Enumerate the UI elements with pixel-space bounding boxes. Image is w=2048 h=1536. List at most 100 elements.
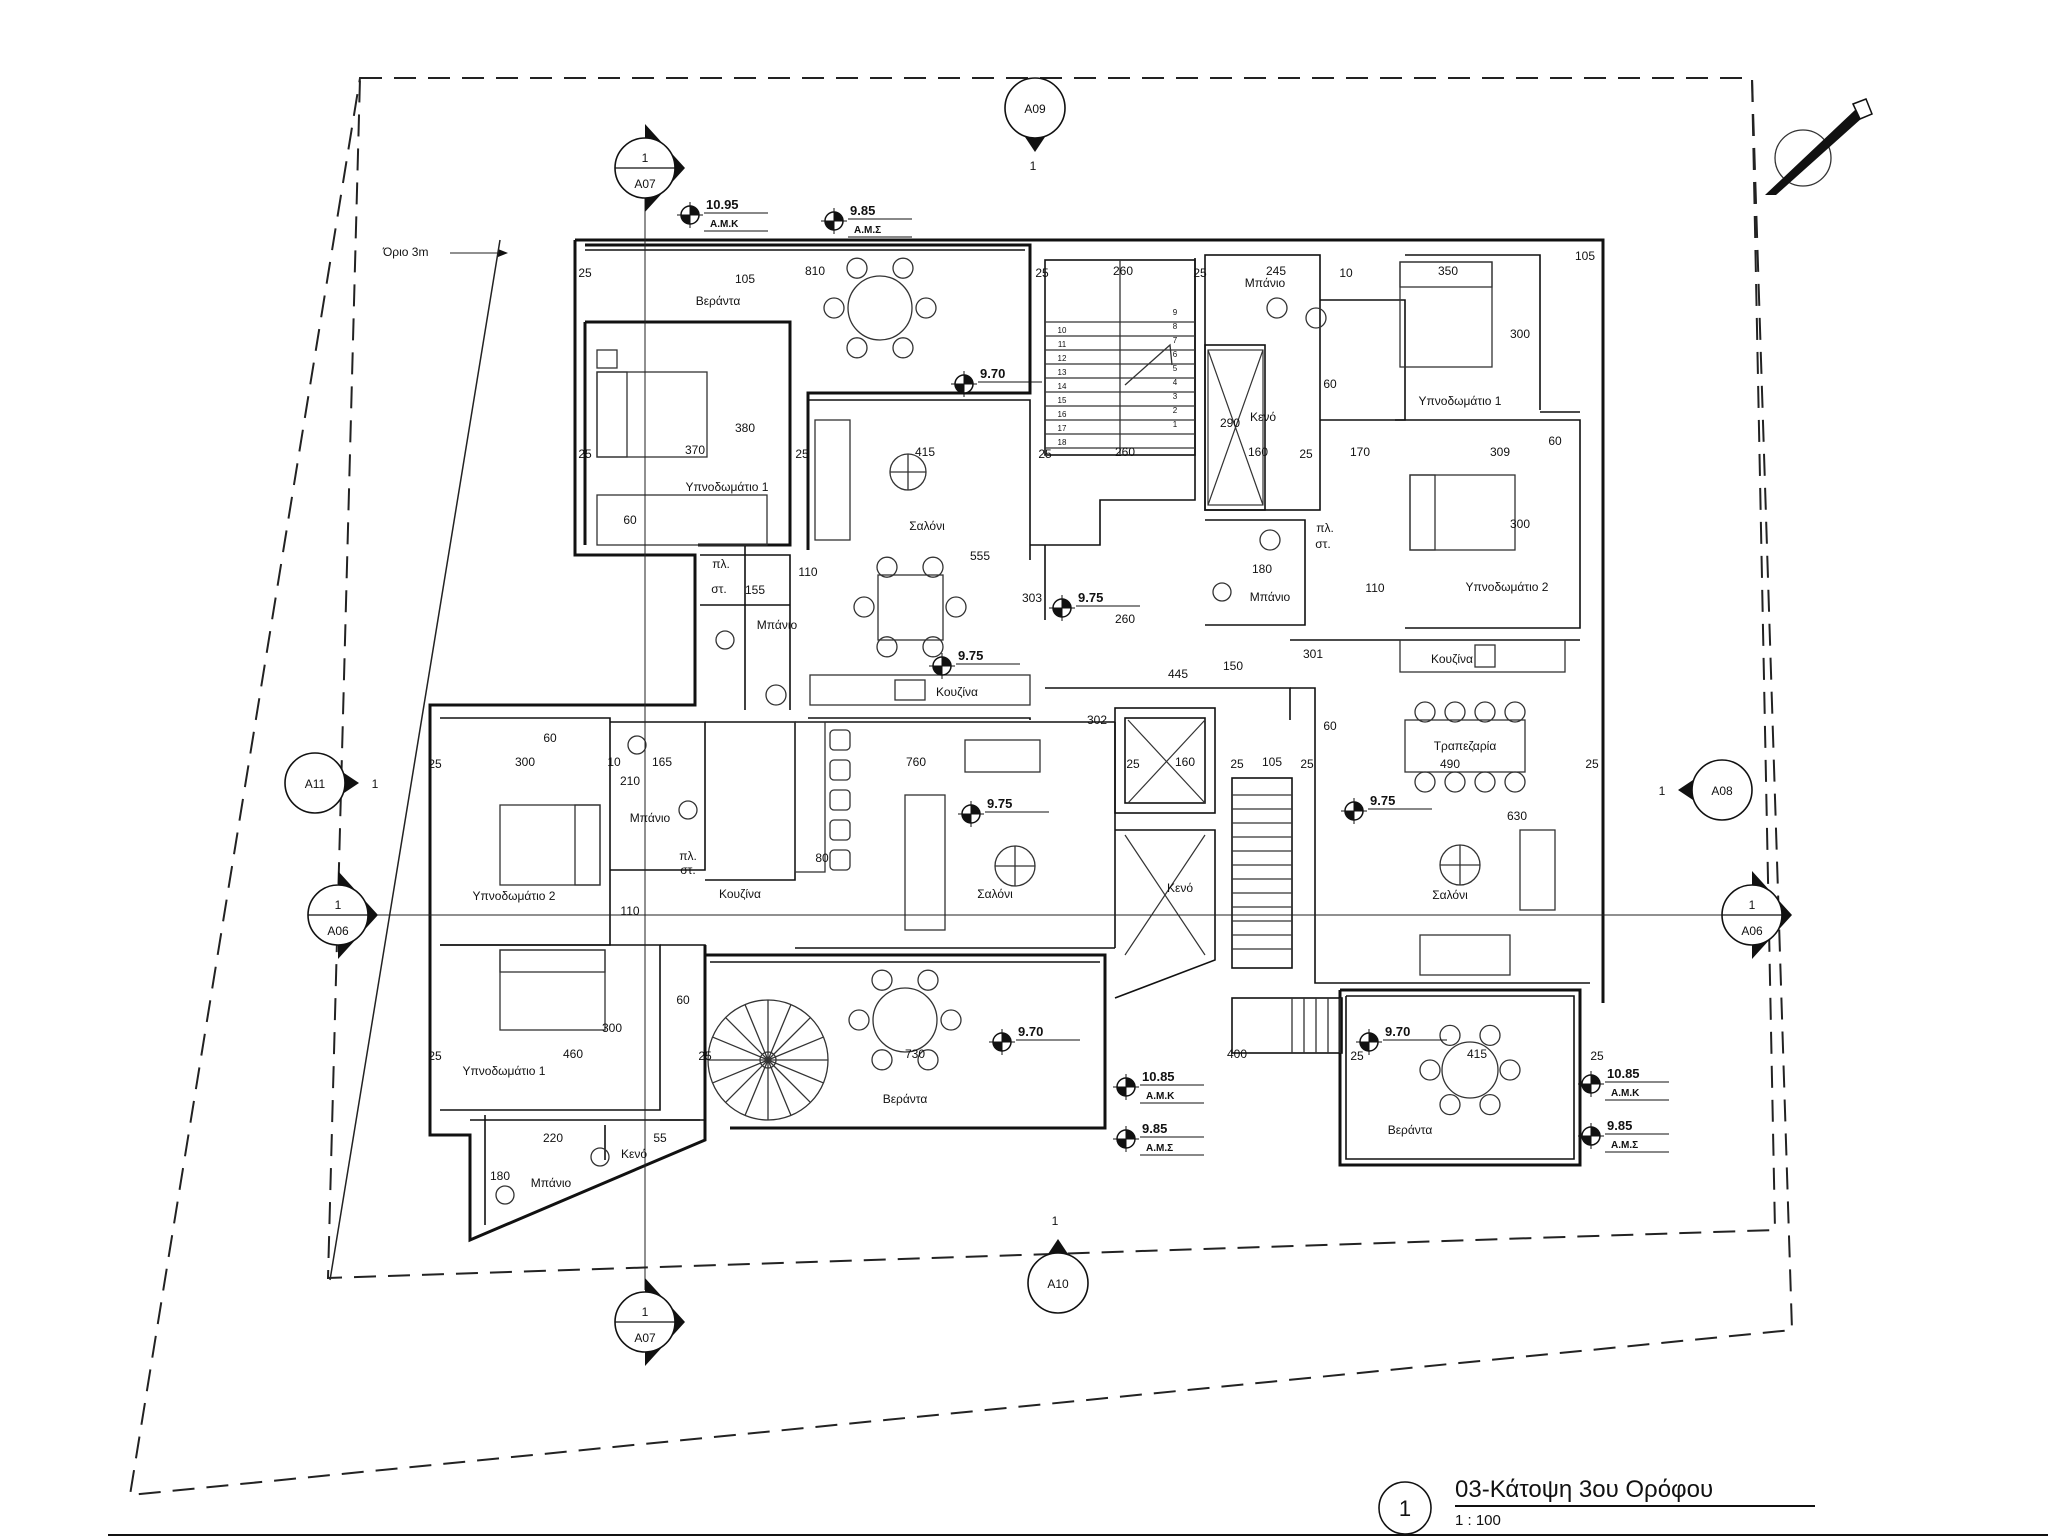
dimension-label: 300 [1510,517,1530,531]
elevation-marker-a08: A08 1 [1659,759,1753,821]
furniture [495,257,1566,1205]
room-label-bath-bottom: Μπάνιο [531,1176,572,1190]
spiral-stair [707,999,829,1121]
dimension-label: 160 [1248,445,1268,459]
room-label-bedroom1-right: Υπνοδωμάτιο 1 [1419,394,1502,408]
room-label-dining-right: Τραπεζαρία [1434,739,1497,753]
level-value: 9.70 [980,366,1005,381]
elevation-number: 1 [1659,784,1666,798]
drawing-title: 03-Κάτοψη 3ου Ορόφου [1455,1476,1713,1503]
dimension-label: 10 [607,755,621,769]
dimension-label: 300 [1510,327,1530,341]
dimension-label: 25 [1126,757,1140,771]
level-marker-lvl-1085-right: 10.85Α.Μ.Κ [1578,1066,1669,1101]
stair-step-number: 1 [1173,420,1178,429]
room-label-verandah-right: Βεράντα [1388,1123,1433,1137]
level-ref: Α.Μ.Σ [1611,1140,1638,1151]
dimension-label: 160 [1175,755,1195,769]
elevation-marker-a11: A11 1 [284,752,379,814]
stair-step-number: 4 [1173,378,1178,387]
level-ref: Α.Μ.Σ [854,225,881,236]
level-value: 9.85 [1607,1118,1632,1133]
room-label-bath-mid: Μπάνιο [1245,276,1286,290]
dimension-label: 25 [698,1049,712,1063]
level-marker-lvl-970-bottom: 9.70 [989,1024,1080,1055]
dimension-label: 415 [915,445,935,459]
stair-step-number: 14 [1058,382,1067,391]
dimension-label: 60 [676,993,690,1007]
stair-step-number: 3 [1173,392,1178,401]
level-ref: Α.Μ.Κ [1146,1091,1175,1102]
dimension-label: 180 [490,1169,510,1183]
dimension-label: 460 [563,1047,583,1061]
level-value: 9.85 [850,203,875,218]
level-value: 9.75 [987,796,1012,811]
dimension-label: 370 [685,443,705,457]
dimension-label: 60 [1323,377,1337,391]
level-value: 9.70 [1385,1024,1410,1039]
level-value: 9.75 [1078,590,1103,605]
stair-step-number: 9 [1173,308,1178,317]
stair-step-number: 2 [1173,406,1178,415]
level-ref: Α.Μ.Σ [1146,1143,1173,1154]
stair-step-number: 12 [1058,354,1067,363]
stair-step-number: 10 [1058,326,1067,335]
dimension-label: 380 [735,421,755,435]
dimension-label: 60 [543,731,557,745]
dimension-label: 25 [1350,1049,1364,1063]
section-number: 1 [642,151,649,165]
dimension-label: 210 [620,774,640,788]
section-sheet: A07 [634,177,656,191]
dimension-label: 302 [1087,713,1107,727]
level-value: 10.95 [706,197,739,212]
dimension-label: 810 [805,264,825,278]
dimension-label: 10 [1339,266,1353,280]
elevation-number: 1 [372,777,379,791]
elevation-sheet: A11 [305,777,326,791]
dimension-label: 260 [1115,612,1135,626]
dimension-label: 150 [1223,659,1243,673]
stair-center [1232,794,1341,1053]
room-label-void-mid: Κενό [1250,410,1276,424]
level-marker-lvl-970-right: 9.70 [1356,1024,1447,1055]
plot-boundary-outer [128,77,1794,1497]
dimension-label: 300 [602,1021,622,1035]
dimension-label: 105 [1575,249,1595,263]
room-label-bedroom1-top: Υπνοδωμάτιο 1 [686,480,769,494]
dimension-label: 110 [798,565,817,579]
dimension-label: 55 [653,1131,667,1145]
dimension-label: 730 [905,1047,925,1061]
elevation-sheet: A08 [1711,784,1733,798]
room-label-bath-top: Μπάνιο [757,618,798,632]
dimension-label: 165 [652,755,672,769]
level-value: 9.75 [958,648,983,663]
room-label-storage-mid-a: πλ. [1316,521,1334,535]
dimension-label: 25 [578,266,592,280]
title-number: 1 [1399,1496,1411,1521]
drawing-scale: 1 : 100 [1455,1512,1501,1529]
dimension-label: 25 [795,447,809,461]
dimension-label: 25 [1300,757,1314,771]
plot-boundary-3m [326,77,1777,1280]
dimension-label: 60 [623,513,637,527]
boundary-3m-arrow [498,249,508,257]
room-label-storage-top-a: πλ. [712,557,730,571]
level-marker-lvl-975-salon: 9.75 [929,648,1020,679]
title-block: 1 03-Κάτοψη 3ου Ορόφου 1 : 100 [108,1476,2048,1536]
dimension-label: 301 [1303,647,1323,661]
room-label-bedroom1-left: Υπνοδωμάτιο 1 [463,1064,546,1078]
room-label-void-bottom: Κενό [621,1147,647,1161]
stair-step-number: 15 [1058,396,1067,405]
level-value: 10.85 [1142,1069,1175,1084]
room-label-storage-top-b: στ. [711,582,726,596]
dimension-label: 25 [1590,1049,1604,1063]
level-value: 9.75 [1370,793,1395,808]
dimension-label: 25 [1585,757,1599,771]
stair-step-number: 11 [1058,340,1067,349]
